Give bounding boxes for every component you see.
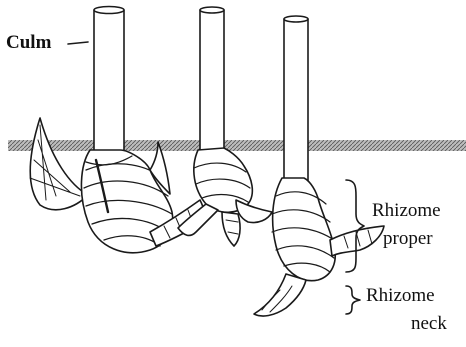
plant-right — [254, 16, 384, 316]
label-culm: Culm — [6, 32, 51, 54]
rhizome-neck-brace — [346, 286, 360, 314]
label-rhizome-proper-line2: proper — [383, 228, 433, 250]
ground-line — [8, 140, 466, 151]
rhizome-branch-middle-right — [236, 200, 272, 223]
culm-left — [94, 10, 124, 160]
culm-right — [284, 19, 308, 189]
culm-middle — [200, 10, 224, 158]
label-rhizome-neck-line2: neck — [411, 313, 447, 335]
rhizome-proper-brace — [346, 180, 364, 272]
label-rhizome-neck-line1: Rhizome — [366, 285, 435, 307]
culm-pointer — [68, 42, 88, 44]
plant-left — [30, 7, 205, 253]
label-rhizome-proper-line1: Rhizome — [372, 200, 441, 222]
